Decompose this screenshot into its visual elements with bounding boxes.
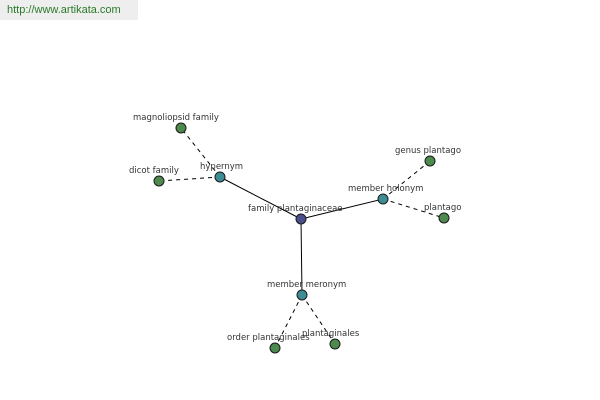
label-plantaginales[interactable]: plantaginales <box>302 329 360 339</box>
label-meronym[interactable]: member meronym <box>267 280 346 290</box>
label-hypernym[interactable]: hypernym <box>200 162 243 172</box>
label-plantago[interactable]: plantago <box>424 203 462 213</box>
edge-hypernym-magnoliopsid <box>180 127 221 178</box>
node-hypernym[interactable] <box>214 171 226 183</box>
edge-meronym-order <box>274 294 303 349</box>
url-banner: http://www.artikata.com <box>0 0 138 20</box>
node-plantago[interactable] <box>438 212 450 224</box>
node-meronym[interactable] <box>296 289 308 301</box>
node-plantaginales[interactable] <box>329 338 341 350</box>
node-magnoliopsid-family[interactable] <box>175 122 187 134</box>
edge-holonym-plantago <box>382 198 445 219</box>
label-genus-plantago[interactable]: genus plantago <box>395 146 461 156</box>
edge-center-holonym <box>300 198 384 220</box>
node-holonym[interactable] <box>377 193 389 205</box>
label-dicot-family[interactable]: dicot family <box>129 166 179 176</box>
label-center[interactable]: family plantaginaceae <box>248 204 343 214</box>
node-center[interactable] <box>295 213 307 225</box>
edge-center-meronym <box>300 218 303 296</box>
node-genus-plantago[interactable] <box>424 155 436 167</box>
node-order-plantaginales[interactable] <box>269 342 281 354</box>
edge-holonym-genus <box>382 160 431 200</box>
edge-hypernym-dicot <box>158 176 221 182</box>
edge-center-hypernym <box>219 176 302 220</box>
site-url-link[interactable]: http://www.artikata.com <box>7 4 121 16</box>
label-order-plantaginales[interactable]: order plantaginales <box>227 333 310 343</box>
edge-meronym-plantaginales <box>301 294 336 345</box>
label-magnoliopsid-family[interactable]: magnoliopsid family <box>133 113 219 123</box>
label-holonym[interactable]: member holonym <box>348 184 423 194</box>
node-dicot-family[interactable] <box>153 175 165 187</box>
